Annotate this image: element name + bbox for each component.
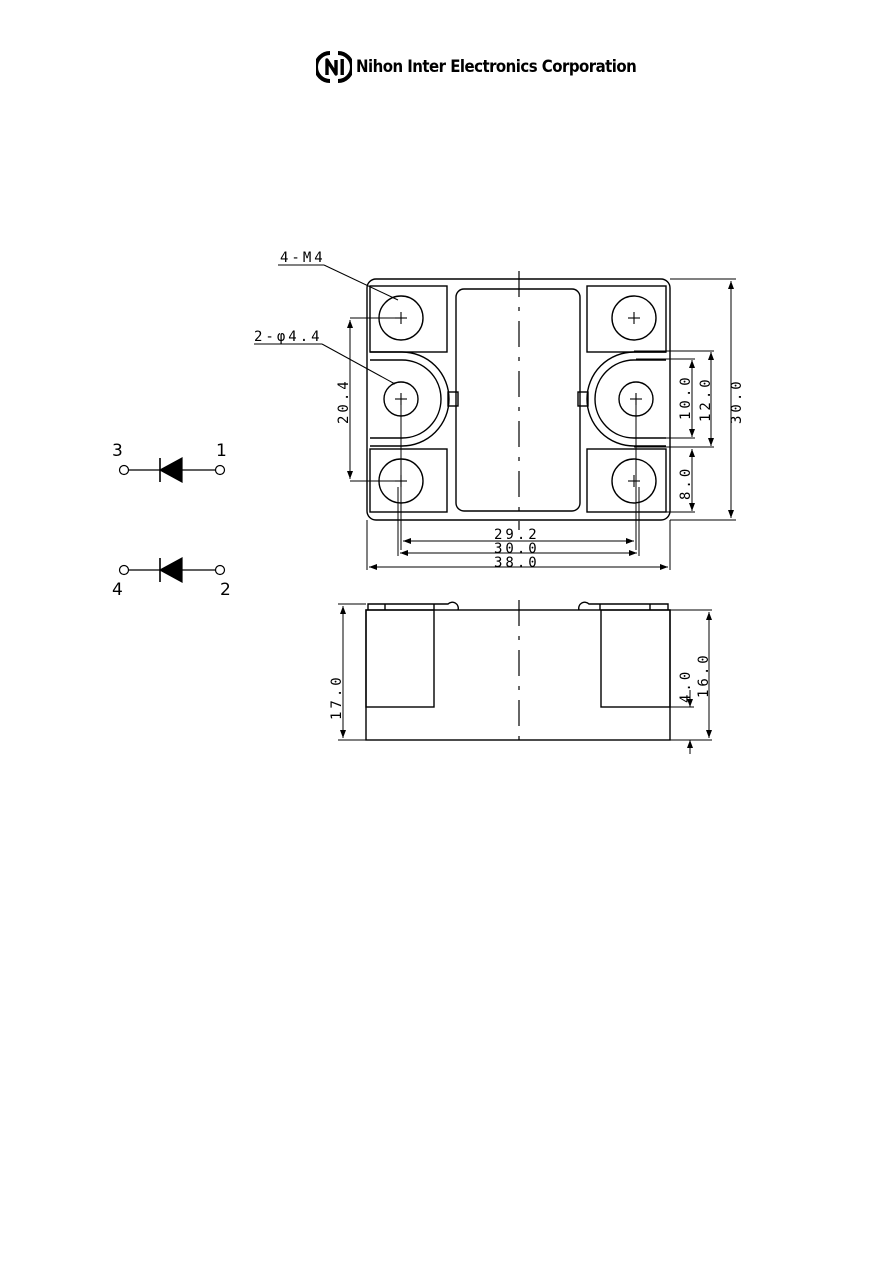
pin-label-2: 2 (220, 580, 231, 600)
dim-total-height: 17.0 (329, 674, 345, 720)
top-view (366, 271, 671, 530)
pin-1-terminal (214, 464, 226, 476)
top-view-dimensions (347, 278, 736, 570)
tab-left (447, 391, 459, 407)
diode-schematic-b (118, 556, 226, 584)
side-view-screw-head-left (367, 601, 459, 611)
hole-note: 2-φ4.4 (254, 329, 323, 345)
pin-4-terminal (118, 564, 130, 576)
pin-label-1: 1 (216, 441, 227, 461)
terminal-pad-bottom-right (586, 448, 667, 513)
tab-right (577, 391, 589, 407)
screw-hole-bottom-right (611, 458, 657, 504)
dim-overall-height: 30.0 (729, 378, 745, 424)
nihon-inter-logo-icon (316, 51, 352, 83)
side-view-terminal-right (600, 609, 671, 708)
dim-terminal-width: 10.0 (678, 374, 694, 420)
pin-2-terminal (214, 564, 226, 576)
dim-pitch-vertical: 20.4 (336, 378, 352, 424)
dim-terminal-depth: 4.0 (678, 669, 694, 703)
screw-note: 4-M4 (280, 250, 326, 266)
side-view-dimensions (338, 603, 712, 754)
terminal-pad-top-right (586, 285, 667, 353)
side-view (365, 600, 671, 745)
pin-3-terminal (118, 464, 130, 476)
diode-b-symbol (158, 556, 183, 584)
diode-a-symbol (158, 456, 183, 484)
dim-body-height: 16.0 (696, 652, 712, 698)
top-view-center-window (455, 288, 581, 512)
dim-hole-pitch: 29.2 (494, 527, 540, 543)
dim-overall-width: 38.0 (494, 555, 540, 571)
mount-recess-right (586, 351, 666, 447)
dim-center-height: 12.0 (698, 376, 714, 422)
mount-recess-left-inner (370, 359, 442, 439)
side-view-body (365, 609, 671, 741)
diode-schematic-a (118, 456, 226, 484)
mount-recess-left (370, 351, 450, 447)
company-header: Nihon Inter Electronics Corporation (316, 50, 675, 84)
terminal-pad-top-left (369, 285, 448, 353)
pin-label-4: 4 (112, 580, 123, 600)
pin-label-3: 3 (112, 441, 123, 461)
side-view-terminal-left (365, 609, 435, 708)
company-name: Nihon Inter Electronics Corporation (356, 57, 637, 77)
dim-terminal-height: 8.0 (678, 466, 694, 500)
screw-hole-top-right (611, 295, 657, 341)
dim-screw-pitch: 30.0 (494, 541, 540, 557)
side-view-screw-head-right (578, 601, 669, 611)
note-leaders (254, 264, 399, 385)
mount-recess-right-inner (594, 359, 666, 439)
